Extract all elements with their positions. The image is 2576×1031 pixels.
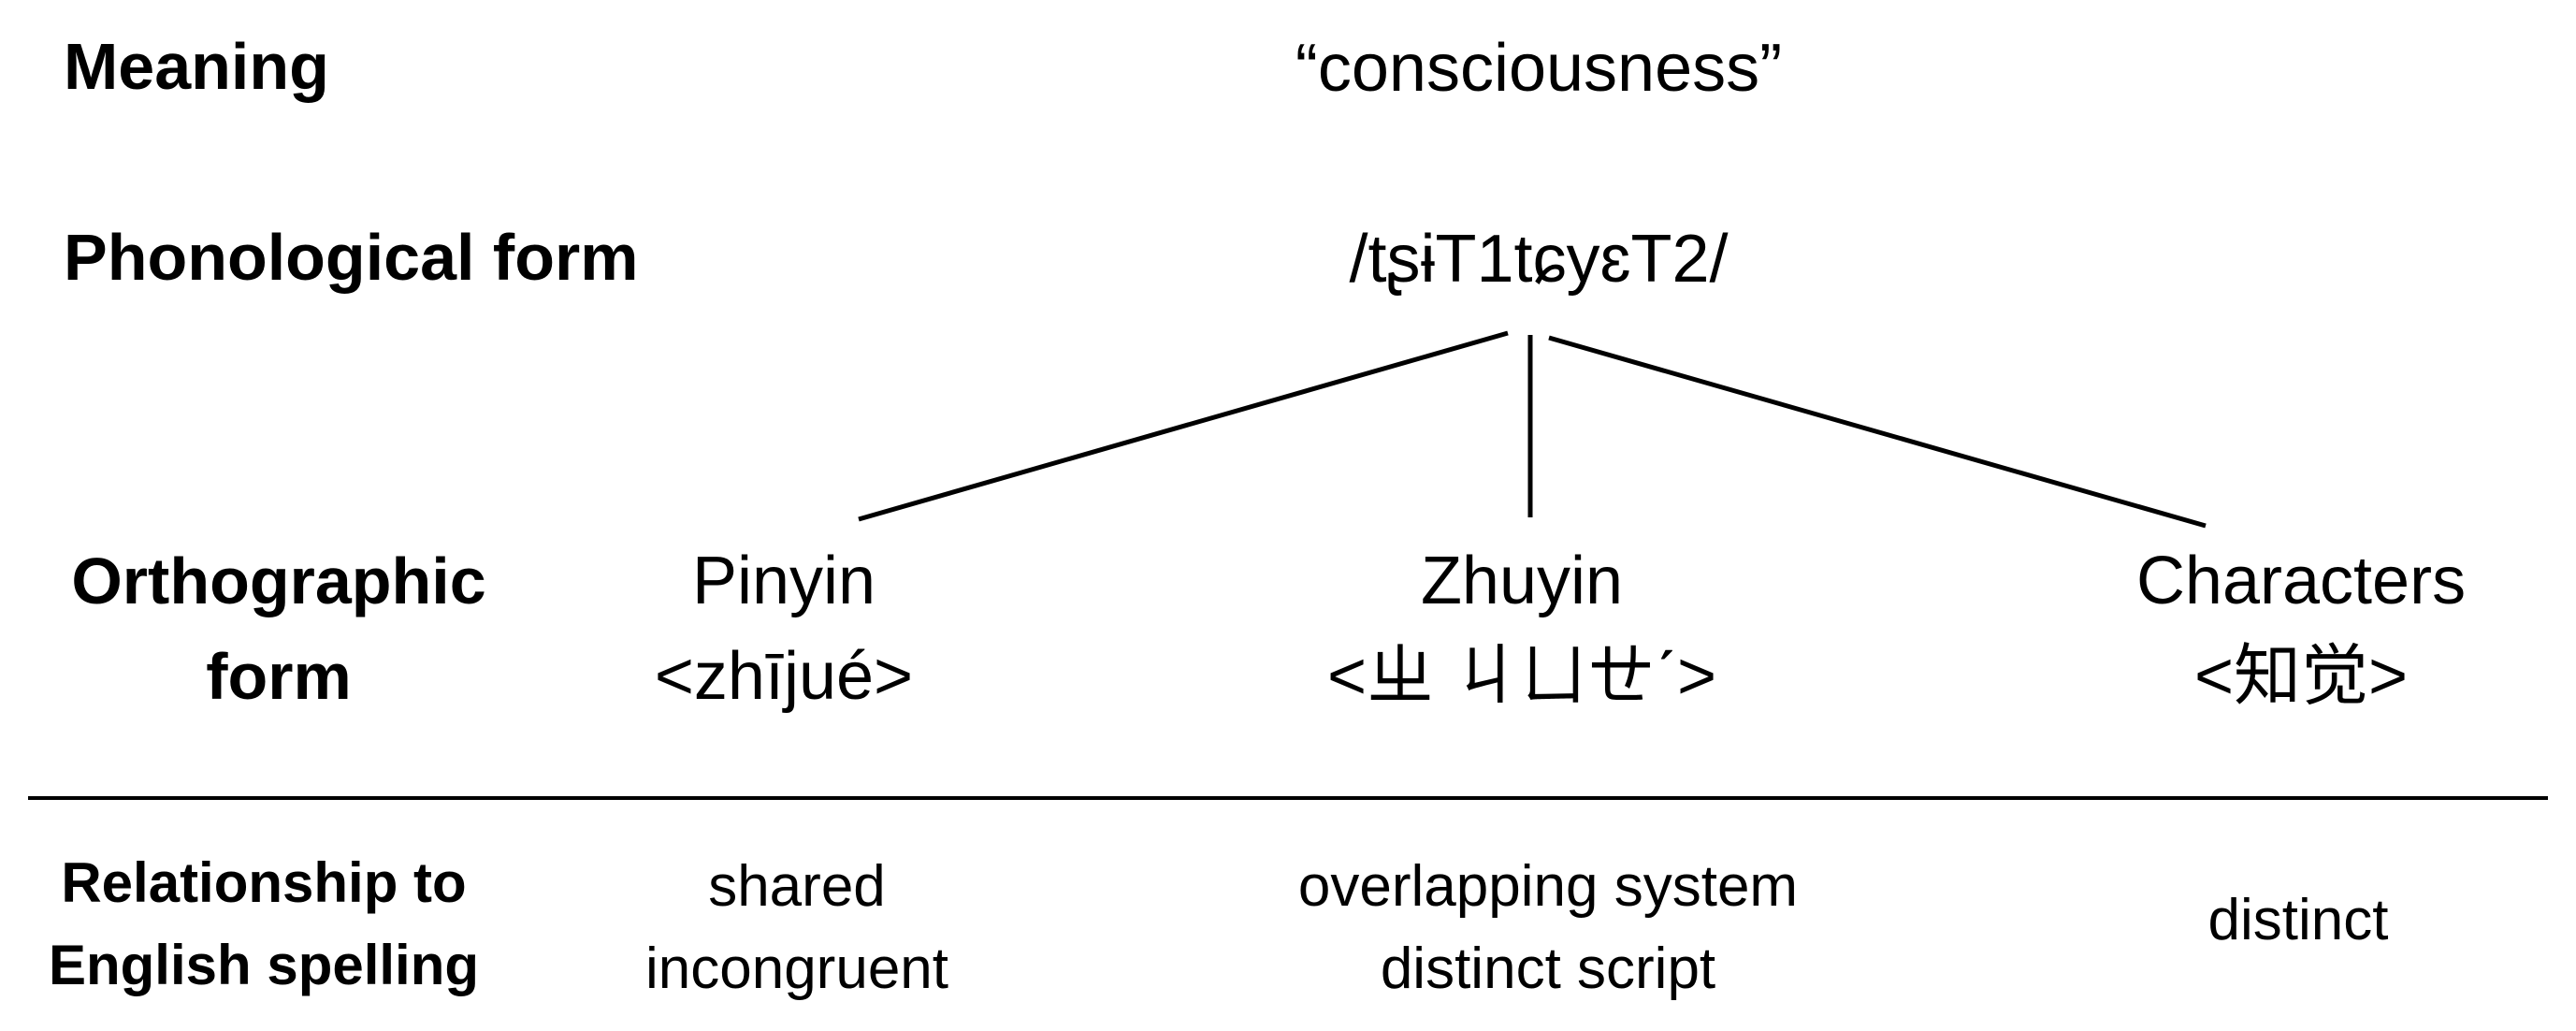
orthographic-label-line2: form bbox=[206, 640, 352, 713]
relationship-characters: distinct bbox=[2208, 879, 2389, 962]
relationship-zhuyin-line1: overlapping system bbox=[1297, 854, 1799, 919]
relationship-pinyin-line2: incongruent bbox=[644, 937, 949, 1001]
relationship-zhuyin: overlapping system distinct script bbox=[1298, 846, 1798, 1010]
form-zhuyin: Zhuyin <ㄓ ㄐㄩㄝˊ> bbox=[1327, 533, 1716, 724]
relationship-pinyin: shared incongruent bbox=[645, 846, 948, 1010]
connector-characters bbox=[1548, 335, 2207, 529]
form-zhuyin-example: <ㄓ ㄐㄩㄝˊ> bbox=[1326, 639, 1717, 714]
phonological-value: /tʂɨT1tɕyɛT2/ bbox=[1349, 222, 1729, 297]
relationship-label-line1: Relationship to bbox=[61, 851, 467, 914]
relationship-zhuyin-line2: distinct script bbox=[1380, 937, 1716, 1001]
orthographic-label-line1: Orthographic bbox=[71, 545, 486, 617]
form-characters: Characters <知觉> bbox=[2136, 533, 2466, 724]
relationship-pinyin-line1: shared bbox=[708, 854, 886, 919]
form-pinyin-example: <zhījué> bbox=[654, 639, 914, 714]
orthographic-form-label: Orthographic form bbox=[71, 533, 485, 724]
relationship-label-line2: English spelling bbox=[48, 934, 480, 996]
form-zhuyin-name: Zhuyin bbox=[1420, 544, 1624, 618]
meaning-label: Meaning bbox=[64, 30, 329, 103]
relationship-characters-line1: distinct bbox=[2207, 888, 2389, 952]
form-characters-example: <知觉> bbox=[2193, 639, 2409, 714]
form-characters-name: Characters bbox=[2135, 544, 2467, 618]
meaning-value: “consciousness” bbox=[1295, 31, 1783, 106]
form-pinyin-name: Pinyin bbox=[691, 544, 876, 618]
relationship-label: Relationship to English spelling bbox=[49, 842, 479, 1007]
connector-pinyin bbox=[858, 330, 1509, 522]
phonological-form-label: Phonological form bbox=[64, 221, 639, 294]
form-pinyin: Pinyin <zhījué> bbox=[655, 533, 913, 724]
